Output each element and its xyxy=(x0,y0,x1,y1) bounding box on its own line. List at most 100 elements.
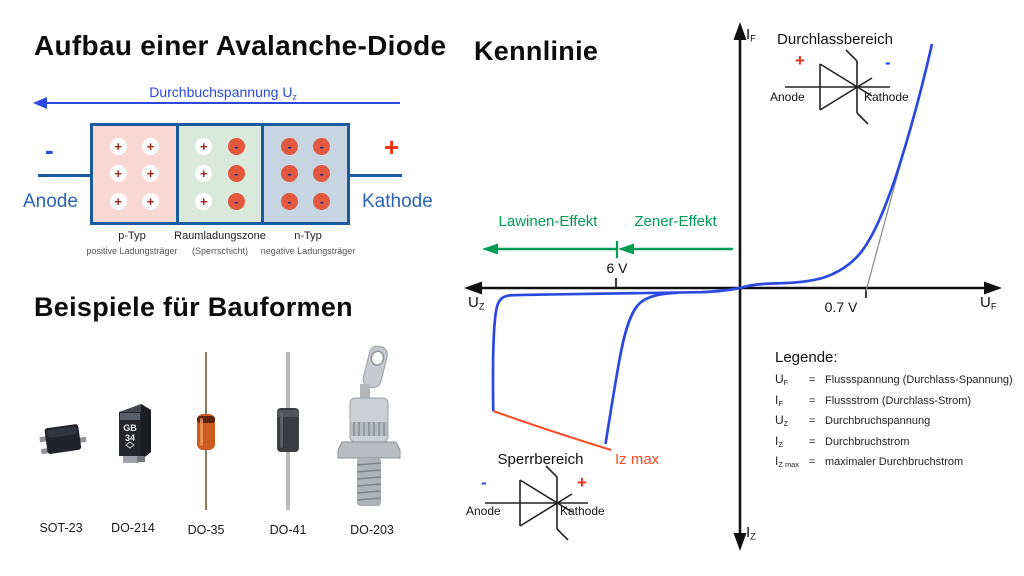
avalanche-branch xyxy=(491,286,741,412)
hole-icon: + xyxy=(195,192,213,210)
legend-equals: = xyxy=(809,374,816,386)
package-label-do203: DO-203 xyxy=(350,523,394,537)
packages-title: Beispiele für Bauformen xyxy=(34,292,353,322)
electron-icon: - xyxy=(227,138,245,156)
legend-desc: maximaler Durchbruchstrom xyxy=(825,456,964,469)
zener-effekt-label: Zener-Effekt xyxy=(634,213,717,230)
y-axis-up-arrowhead-icon xyxy=(733,22,747,40)
breakdown-voltage-text: Durchbuchspannung U xyxy=(149,84,293,100)
package-photo-do35 xyxy=(197,352,215,510)
reverse-anode-label: Anode xyxy=(466,504,501,518)
uf-main: U xyxy=(980,294,991,311)
zener-arrowhead-icon xyxy=(618,243,634,255)
package-label-do214: DO-214 xyxy=(111,521,155,535)
uz-sub: Z xyxy=(478,301,485,312)
legend-desc: Flussstrom (Durchlass-Strom) xyxy=(825,394,972,407)
n-region: - - - - - - xyxy=(261,126,348,222)
breakdown-voltage-arrow-line xyxy=(44,102,400,104)
y-axis-down-arrowhead-icon xyxy=(733,533,747,551)
package-photo-do203 xyxy=(337,345,401,506)
electron-icon: - xyxy=(281,192,298,210)
forward-curve xyxy=(739,43,934,290)
y-axis-label-iz: IZ xyxy=(746,524,756,542)
p-region-label: p-Typ xyxy=(118,230,146,242)
reverse-kathode-label: Kathode xyxy=(560,504,605,518)
legend-equals: = xyxy=(809,415,816,428)
kathode-wire xyxy=(350,174,402,177)
forward-plus: + xyxy=(795,51,805,70)
electron-icon: - xyxy=(227,192,245,210)
tick-label-6v: 6 V xyxy=(606,260,628,276)
hole-icon: + xyxy=(109,138,127,156)
legend-title: Legende: xyxy=(775,349,838,366)
x-axis-left-arrowhead-icon xyxy=(464,281,482,295)
breakdown-voltage-label: Durchbuchspannung Uz xyxy=(123,84,323,101)
durchlassbereich-label: Durchlassbereich xyxy=(777,31,893,48)
hole-icon: + xyxy=(109,192,127,210)
kathode-label: Kathode xyxy=(362,191,433,212)
hole-icon: + xyxy=(195,138,213,156)
lawinen-arrowhead-icon xyxy=(482,243,498,255)
y-axis-label-if: IF xyxy=(746,26,756,44)
package-photo-do41 xyxy=(277,352,299,510)
anode-label: Anode xyxy=(23,191,78,212)
legend: Legende: UF = Flussspannung (Durchlass-S… xyxy=(775,349,1015,475)
legend-row: IZ = Durchbruchstrom xyxy=(775,434,1015,449)
tick-label-0-7v: 0.7 V xyxy=(824,299,858,315)
p-region: + + + + + + xyxy=(93,126,176,222)
uf-sub: F xyxy=(990,301,997,312)
legend-desc: Flussspannung (Durchlass-Spannung) xyxy=(825,374,1013,386)
legend-symbol: IZ xyxy=(775,433,783,449)
package-photo-sot23 xyxy=(39,424,87,455)
space-charge-region: + - + - + - xyxy=(175,126,262,222)
iz-sub: Z xyxy=(750,531,756,542)
forward-minus: - xyxy=(885,53,891,72)
package-label-do35: DO-35 xyxy=(187,523,225,537)
if-sub: F xyxy=(750,33,756,44)
izmax-curve xyxy=(492,410,612,451)
reverse-plus: + xyxy=(577,473,587,492)
p-region-desc: positive Ladungsträger xyxy=(86,246,178,256)
n-region-desc: negative Ladungsträger xyxy=(260,246,356,256)
legend-row: UZ = Durchbruchspannung xyxy=(775,413,1015,428)
legend-symbol: UF xyxy=(775,372,789,388)
electron-icon: - xyxy=(227,165,245,183)
anode-wire xyxy=(38,174,90,177)
chart-title: Kennlinie xyxy=(474,36,599,66)
breakdown-voltage-sub: z xyxy=(292,91,297,102)
sperrbereich-label: Sperrbereich xyxy=(497,451,584,468)
reverse-minus: - xyxy=(481,473,487,492)
forward-anode-label: Anode xyxy=(770,90,805,104)
zener-branch xyxy=(604,291,679,445)
legend-symbol: IF xyxy=(775,392,783,408)
legend-equals: = xyxy=(809,456,816,469)
n-region-label: n-Typ xyxy=(294,230,322,242)
forward-kathode-label: Kathode xyxy=(864,90,909,104)
do214-marking-line1: GB xyxy=(123,423,137,433)
electron-icon: - xyxy=(313,138,331,156)
kennlinie-plot xyxy=(464,22,1002,551)
legend-symbol: IZ max xyxy=(775,454,800,470)
package-photo-do214: GB 34 xyxy=(119,404,151,463)
x-axis-label-uz: UZ xyxy=(468,294,485,312)
electron-icon: - xyxy=(313,165,331,183)
do214-marking-line2: 34 xyxy=(125,433,135,443)
iz-main: I xyxy=(746,524,751,541)
x-axis-label-uf: UF xyxy=(980,294,997,312)
legend-desc: Durchbruchstrom xyxy=(825,435,910,448)
lawinen-effekt-label: Lawinen-Effekt xyxy=(498,213,598,230)
uz-main: U xyxy=(468,294,479,311)
legend-row: UF = Flussspannung (Durchlass-Spannung) xyxy=(775,372,1015,387)
structure-title: Aufbau einer Avalanche-Diode xyxy=(34,30,447,61)
anode-polarity-minus: - xyxy=(45,135,54,165)
hole-icon: + xyxy=(142,192,159,210)
package-label-sot23: SOT-23 xyxy=(39,521,83,535)
rlz-region-desc: (Sperrschicht) xyxy=(191,246,249,256)
rlz-region-label: Raumladungszone xyxy=(174,230,266,242)
electron-icon: - xyxy=(281,165,298,183)
hole-icon: + xyxy=(142,165,159,183)
legend-equals: = xyxy=(809,435,816,448)
izmax-label: Iz max xyxy=(615,451,660,468)
if-main: I xyxy=(746,26,751,43)
